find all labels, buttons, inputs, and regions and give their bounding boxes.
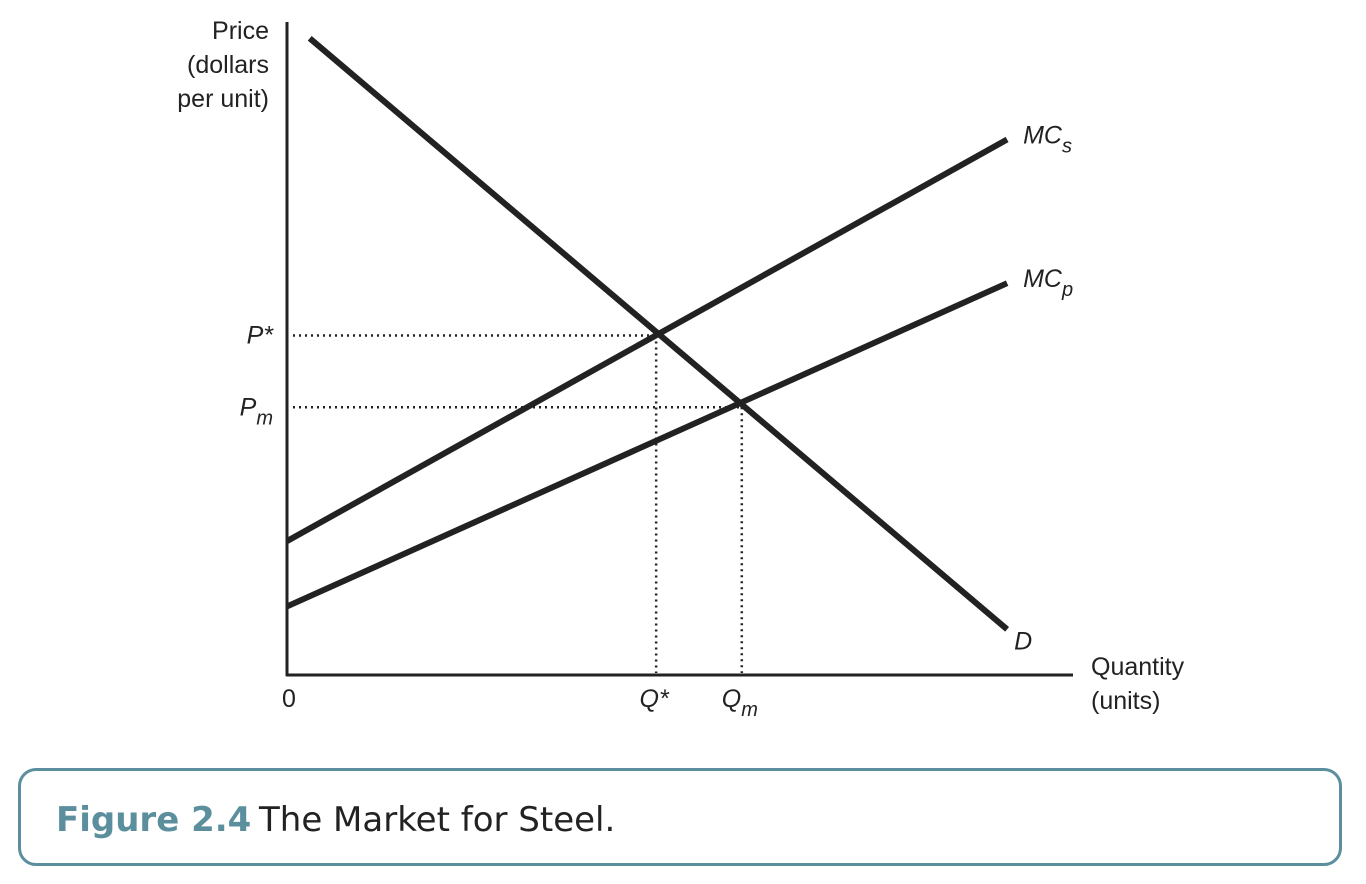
y-axis-label-line-3: per unit)	[177, 85, 269, 113]
axes	[285, 22, 1073, 677]
figure-number: Figure 2.4	[56, 800, 252, 840]
figure-title: The Market for Steel.	[259, 800, 616, 840]
x-tick-label-2: Qm	[722, 685, 758, 721]
x-tick-label-1: Q*	[640, 685, 670, 713]
series-label-mcp: MCp	[1023, 265, 1073, 301]
figure-caption: Figure 2.4 The Market for Steel.	[18, 768, 1342, 866]
series-line-mcp	[285, 280, 1009, 610]
x-axis-label-line-2: (units)	[1091, 687, 1160, 715]
y-tick-label-2: Pm	[240, 393, 273, 429]
x-axis-label-line-1: Quantity	[1091, 653, 1185, 681]
series-line-d	[307, 36, 1010, 632]
series-label-mcs: MCs	[1023, 122, 1072, 158]
y-tick-label-1: P*	[247, 321, 275, 349]
series-label-d: D	[1014, 627, 1032, 655]
origin-label: 0	[282, 685, 296, 713]
series-line-mcs	[285, 136, 1009, 544]
chart-labels: Price (dollars per unit) Quantity (units…	[177, 17, 1184, 715]
y-axis-label-line-1: Price	[212, 17, 269, 45]
y-axis-label-line-2: (dollars	[187, 51, 269, 79]
